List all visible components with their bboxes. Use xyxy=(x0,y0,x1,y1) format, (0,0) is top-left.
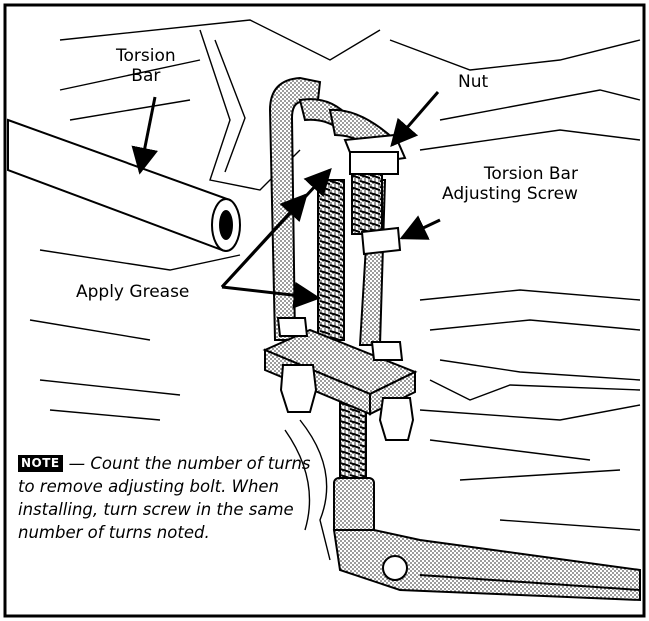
label-nut: Nut xyxy=(458,72,489,92)
leader-arrows xyxy=(131,91,441,309)
note-body: — Count the number of turns to remove ad… xyxy=(18,454,311,542)
figure-border xyxy=(3,3,646,618)
threaded-rod-upper xyxy=(317,179,345,341)
adjusting-screw-assembly xyxy=(343,133,407,256)
hex-nuts xyxy=(276,317,415,441)
label-adjusting-screw: Torsion Bar Adjusting Screw xyxy=(442,164,578,204)
label-apply-grease: Apply Grease xyxy=(76,282,190,302)
note-text-block: NOTE— Count the number of turns to remov… xyxy=(18,452,318,544)
label-torsion-bar: Torsion Bar xyxy=(116,46,176,86)
note-badge: NOTE xyxy=(18,455,63,472)
ratchet-wrench xyxy=(332,477,641,602)
torsion-bar xyxy=(7,118,241,252)
chassis-background xyxy=(29,19,641,561)
